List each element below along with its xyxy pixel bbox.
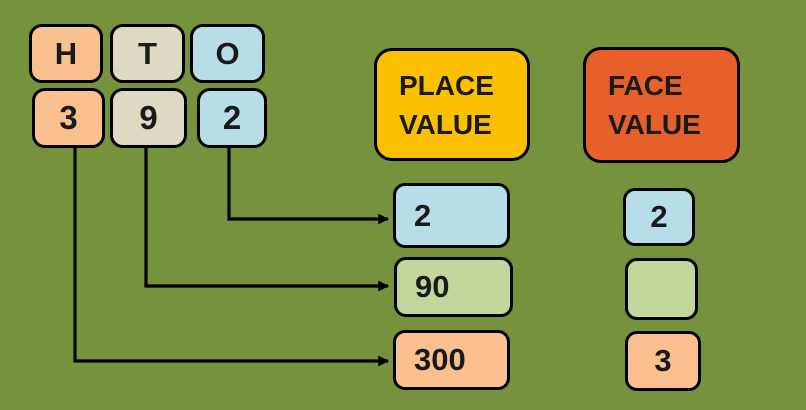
column-letter-tens: T (110, 24, 185, 83)
column-letter-ones: O (190, 24, 265, 83)
face-value-tens-box-empty (625, 258, 698, 320)
face-value-ones-box: 2 (623, 188, 695, 246)
digit-ones: 2 (197, 88, 267, 148)
digit-hundreds: 3 (32, 88, 105, 148)
place-value-title: PLACE VALUE (374, 48, 530, 161)
digit-tens: 9 (110, 88, 187, 148)
arrow-hundreds-to-place-value (73, 148, 390, 367)
arrow-tens-to-place-value (144, 148, 390, 292)
face-value-title: FACE VALUE (583, 47, 740, 163)
face-value-hundreds-box: 3 (625, 331, 701, 391)
place-value-title-line1: PLACE (399, 69, 494, 101)
place-value-hundreds-box: 300 (393, 330, 510, 390)
place-value-ones-box: 2 (393, 183, 510, 248)
place-value-tens-box: 90 (394, 257, 513, 317)
place-value-title-line2: VALUE (399, 108, 492, 140)
column-letter-hundreds: H (29, 24, 103, 83)
face-value-title-line1: FACE (608, 70, 683, 101)
face-value-title-line2: VALUE (608, 109, 701, 140)
arrow-ones-to-place-value (227, 148, 390, 225)
